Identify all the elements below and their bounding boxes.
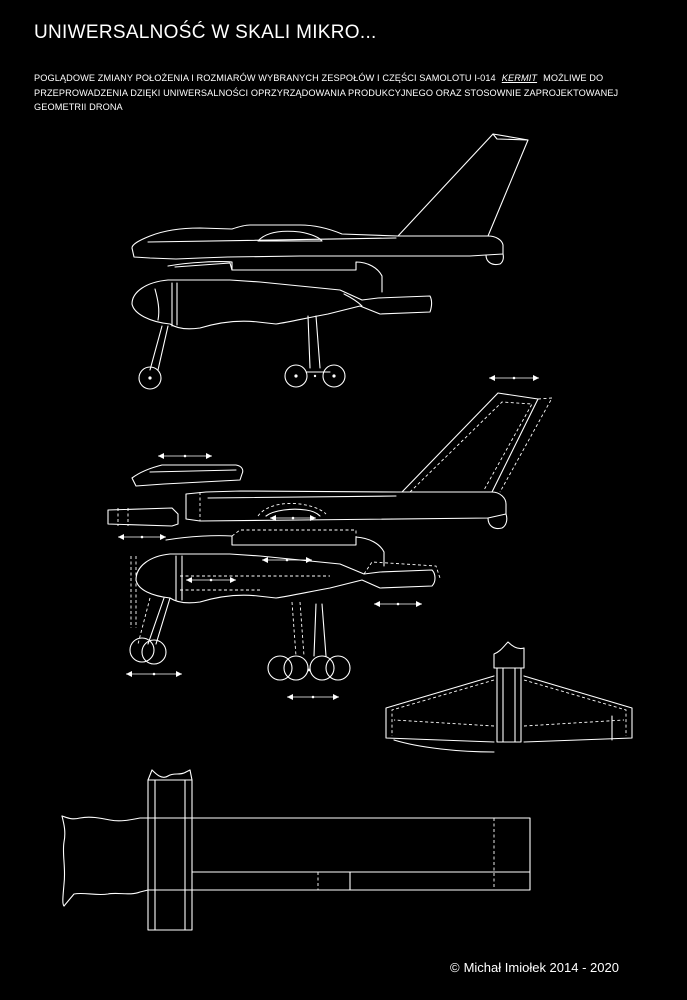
exploded-components-view — [107, 375, 553, 700]
description-part-2: MOŻLIWE DO PRZEPROWADZENIA DZIĘKI UNIWER… — [34, 73, 619, 112]
copyright-icon: © — [450, 960, 460, 975]
aircraft-side-view — [131, 133, 529, 390]
adjustment-arrows — [118, 375, 539, 700]
credit-text: Michał Imiołek 2014 - 2020 — [463, 960, 619, 975]
fuselage-section-view — [61, 769, 531, 931]
copyright-credit: ©Michał Imiołek 2014 - 2020 — [450, 960, 619, 975]
model-name: KERMIT — [501, 73, 538, 83]
page-title: UNIWERSALNOŚĆ W SKALI MIKRO... — [34, 22, 377, 43]
description-text: POGLĄDOWE ZMIANY POŁOŻENIA I ROZMIARÓW W… — [34, 71, 664, 115]
description-part-1: POGLĄDOWE ZMIANY POŁOŻENIA I ROZMIARÓW W… — [34, 73, 496, 83]
wing-front-view — [385, 641, 633, 753]
